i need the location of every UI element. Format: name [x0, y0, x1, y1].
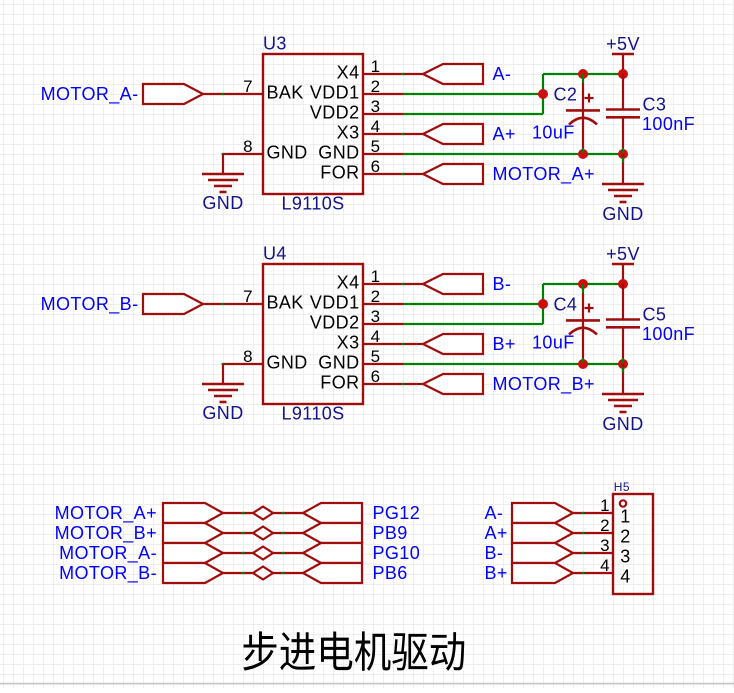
- svg-text:VDD2: VDD2: [310, 312, 360, 332]
- svg-text:3: 3: [371, 307, 381, 326]
- svg-text:PB9: PB9: [373, 523, 408, 543]
- svg-text:BAK: BAK: [267, 82, 304, 102]
- svg-text:2: 2: [371, 287, 381, 306]
- svg-text:C2: C2: [554, 85, 578, 105]
- svg-text:GND: GND: [267, 352, 308, 372]
- svg-text:8: 8: [243, 137, 253, 156]
- svg-text:3: 3: [620, 546, 630, 566]
- svg-text:C3: C3: [643, 95, 667, 115]
- svg-text:5: 5: [371, 137, 381, 156]
- svg-text:X4: X4: [337, 62, 360, 82]
- svg-text:1: 1: [620, 506, 630, 526]
- svg-text:U3: U3: [263, 34, 287, 54]
- svg-text:L9110S: L9110S: [281, 404, 344, 424]
- svg-text:MOTOR_B-: MOTOR_B-: [59, 563, 157, 584]
- svg-text:A+: A+: [493, 124, 516, 144]
- svg-text:100nF: 100nF: [642, 114, 695, 134]
- svg-text:U4: U4: [263, 244, 287, 264]
- svg-text:100nF: 100nF: [642, 324, 695, 344]
- svg-text:A+: A+: [485, 523, 508, 543]
- svg-text:GND: GND: [602, 204, 643, 224]
- svg-text:10uF: 10uF: [532, 123, 575, 143]
- svg-text:GND: GND: [318, 142, 359, 162]
- svg-text:VDD1: VDD1: [310, 292, 360, 312]
- svg-text:PG10: PG10: [373, 543, 421, 563]
- svg-text:1: 1: [371, 57, 381, 76]
- svg-text:2: 2: [371, 77, 381, 96]
- svg-text:7: 7: [243, 77, 253, 96]
- svg-text:GND: GND: [202, 193, 243, 213]
- svg-text:4: 4: [371, 117, 381, 136]
- svg-text:C4: C4: [554, 295, 578, 315]
- svg-text:+5V: +5V: [606, 34, 640, 54]
- svg-text:B-: B-: [493, 274, 512, 294]
- svg-text:PB6: PB6: [373, 563, 408, 583]
- svg-text:10uF: 10uF: [532, 333, 575, 353]
- svg-text:2: 2: [600, 516, 610, 535]
- svg-text:4: 4: [600, 556, 610, 575]
- svg-text:A-: A-: [485, 503, 504, 523]
- svg-text:MOTOR_B-: MOTOR_B-: [41, 294, 139, 315]
- svg-text:X4: X4: [337, 272, 360, 292]
- svg-text:B+: B+: [493, 334, 516, 354]
- svg-text:VDD2: VDD2: [310, 102, 360, 122]
- svg-text:1: 1: [600, 496, 610, 515]
- svg-text:4: 4: [371, 327, 381, 346]
- svg-text:MOTOR_B+: MOTOR_B+: [55, 523, 157, 544]
- svg-text:C5: C5: [643, 305, 667, 325]
- svg-text:3: 3: [600, 536, 610, 555]
- svg-text:6: 6: [371, 367, 381, 386]
- svg-text:GND: GND: [267, 142, 308, 162]
- svg-text:+5V: +5V: [606, 244, 640, 264]
- svg-text:MOTOR_A-: MOTOR_A-: [59, 543, 157, 564]
- svg-text:1: 1: [371, 267, 381, 286]
- svg-text:MOTOR_B+: MOTOR_B+: [493, 374, 595, 395]
- svg-text:PG12: PG12: [373, 503, 421, 523]
- svg-text:X3: X3: [337, 332, 360, 352]
- svg-text:FOR: FOR: [320, 162, 359, 182]
- svg-text:3: 3: [371, 97, 381, 116]
- svg-text:H5: H5: [614, 480, 630, 494]
- svg-text:FOR: FOR: [320, 372, 359, 392]
- svg-text:5: 5: [371, 347, 381, 366]
- svg-text:8: 8: [243, 347, 253, 366]
- svg-text:GND: GND: [202, 403, 243, 423]
- svg-text:GND: GND: [602, 414, 643, 434]
- svg-text:BAK: BAK: [267, 292, 304, 312]
- svg-text:7: 7: [243, 287, 253, 306]
- svg-text:GND: GND: [318, 352, 359, 372]
- svg-text:VDD1: VDD1: [310, 82, 360, 102]
- svg-text:A-: A-: [493, 64, 512, 84]
- svg-text:2: 2: [620, 526, 630, 546]
- svg-text:4: 4: [620, 566, 630, 586]
- svg-text:MOTOR_A+: MOTOR_A+: [55, 503, 157, 524]
- svg-text:MOTOR_A+: MOTOR_A+: [493, 164, 595, 185]
- svg-text:MOTOR_A-: MOTOR_A-: [41, 84, 139, 105]
- svg-text:B+: B+: [485, 563, 508, 583]
- svg-text:6: 6: [371, 157, 381, 176]
- svg-text:X3: X3: [337, 122, 360, 142]
- svg-text:L9110S: L9110S: [281, 194, 344, 214]
- svg-text:B-: B-: [485, 543, 504, 563]
